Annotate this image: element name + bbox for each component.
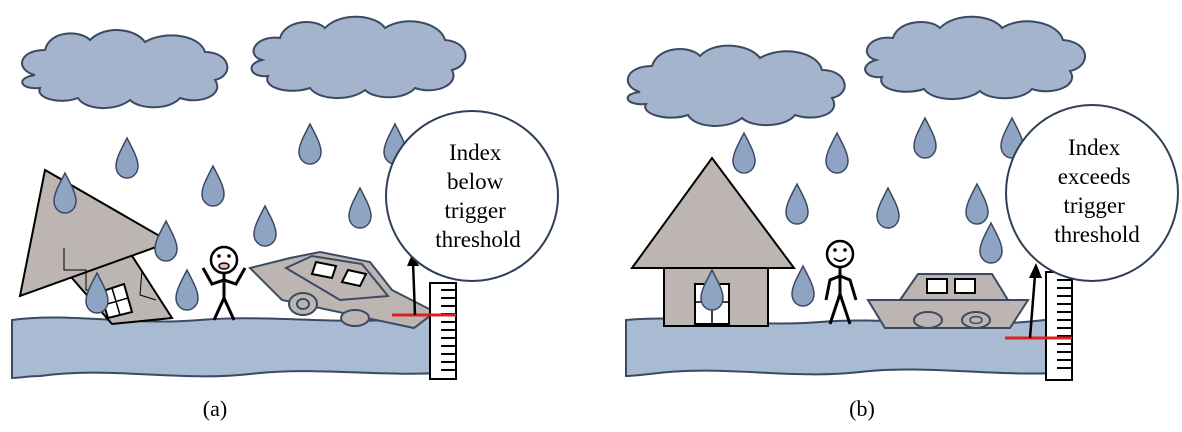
bubble-line: below [447,169,504,194]
distressed-person [201,245,247,321]
flood-water-a [11,314,456,380]
caption-a: (a) [203,396,227,421]
cloud-right-a [250,15,467,100]
bubble-line: Index [449,140,502,165]
bubble-line: Index [1068,135,1121,160]
bubble-text-b: Index exceeds trigger threshold [1054,135,1140,247]
bubble-line: trigger [1063,193,1125,218]
cloud-right-b [864,15,1087,101]
bubble-line: exceeds [1058,164,1131,189]
index-bubble-b [1005,104,1179,282]
bubble-line: trigger [444,198,506,223]
gauge-ruler-b [1045,271,1073,381]
tilted-car [248,250,437,330]
panel-a: Index below trigger threshold (a) [11,15,559,421]
index-arrow-b [1028,263,1042,339]
bubble-line: threshold [1054,222,1140,247]
bubble-line: threshold [435,227,521,252]
cloud-left-b [626,44,846,127]
happy-person [824,239,858,325]
index-bubble-a [385,110,559,282]
car-b [866,273,1030,329]
flood-water-b [625,317,1071,378]
panel-b: Index exceeds trigger threshold (b) [625,15,1179,421]
gauge-ruler-a [429,282,457,380]
bubble-text-a: Index below trigger threshold [435,140,521,252]
caption-b: (b) [849,396,875,421]
cloud-left-a [21,29,229,109]
